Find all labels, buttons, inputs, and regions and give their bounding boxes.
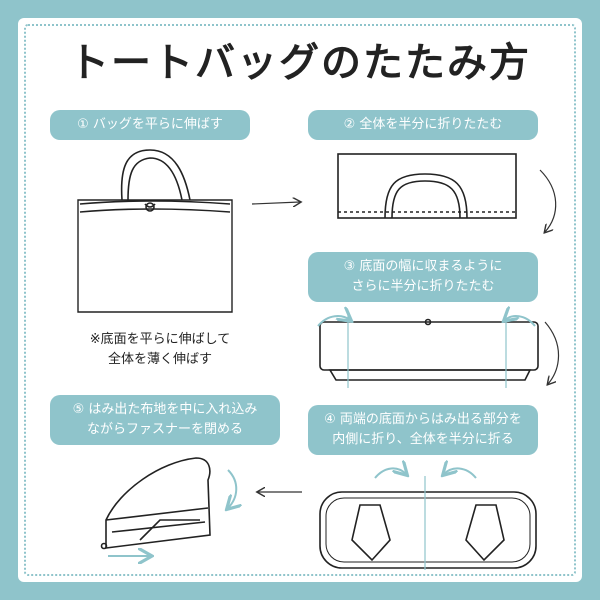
step3-label: ③ 底面の幅に収まるように さらに半分に折りたたむ [308, 252, 538, 302]
step5-label: ⑤ はみ出た布地を中に入れ込み ながらファスナーを閉める [50, 395, 280, 445]
step3-text-1: ③ 底面の幅に収まるように [343, 259, 503, 274]
step3-text-2: さらに半分に折りたたむ [351, 279, 495, 294]
fold-arrow-left [317, 316, 350, 327]
bag-quarter-folded-illustration [319, 315, 539, 388]
note-line-2: 全体を薄く伸ばす [107, 352, 212, 367]
curved-arrow-1 [539, 169, 557, 232]
step4-text-1: ④ 両端の底面からはみ出る部分を [324, 412, 522, 427]
curved-arrow-2 [544, 321, 560, 384]
zip-curve-arrow [228, 469, 236, 508]
bag-zipped-illustration [100, 457, 211, 550]
step4-text-2: 内側に折り、全体を半分に折る [332, 432, 514, 447]
fold-arrow-right [505, 316, 536, 327]
note-line-1: ※底面を平らに伸ばして [89, 332, 231, 347]
bag-half-folded-illustration [337, 153, 517, 219]
step1-label: ① バッグを平らに伸ばす [50, 110, 250, 140]
step5-text-2: ながらファスナーを閉める [86, 422, 243, 437]
step5-text-1: ⑤ はみ出た布地を中に入れ込み [72, 402, 258, 417]
fold-arrow-4-right [444, 468, 477, 479]
arrow-step1-to-2 [251, 202, 300, 204]
bag-flat-illustration [77, 149, 233, 313]
step2-label: ② 全体を半分に折りたたむ [308, 110, 538, 140]
fold-arrow-4-left [374, 468, 406, 479]
page-title: トートバッグのたたみ方 [69, 40, 531, 86]
step1-note: ※底面を平らに伸ばして 全体を薄く伸ばす [60, 330, 260, 370]
step1-text: ① バッグを平らに伸ばす [77, 117, 223, 132]
bag-ends-folded-illustration [319, 476, 537, 570]
step2-text: ② 全体を半分に折りたたむ [343, 117, 503, 132]
step4-label: ④ 両端の底面からはみ出る部分を 内側に折り、全体を半分に折る [308, 405, 538, 455]
